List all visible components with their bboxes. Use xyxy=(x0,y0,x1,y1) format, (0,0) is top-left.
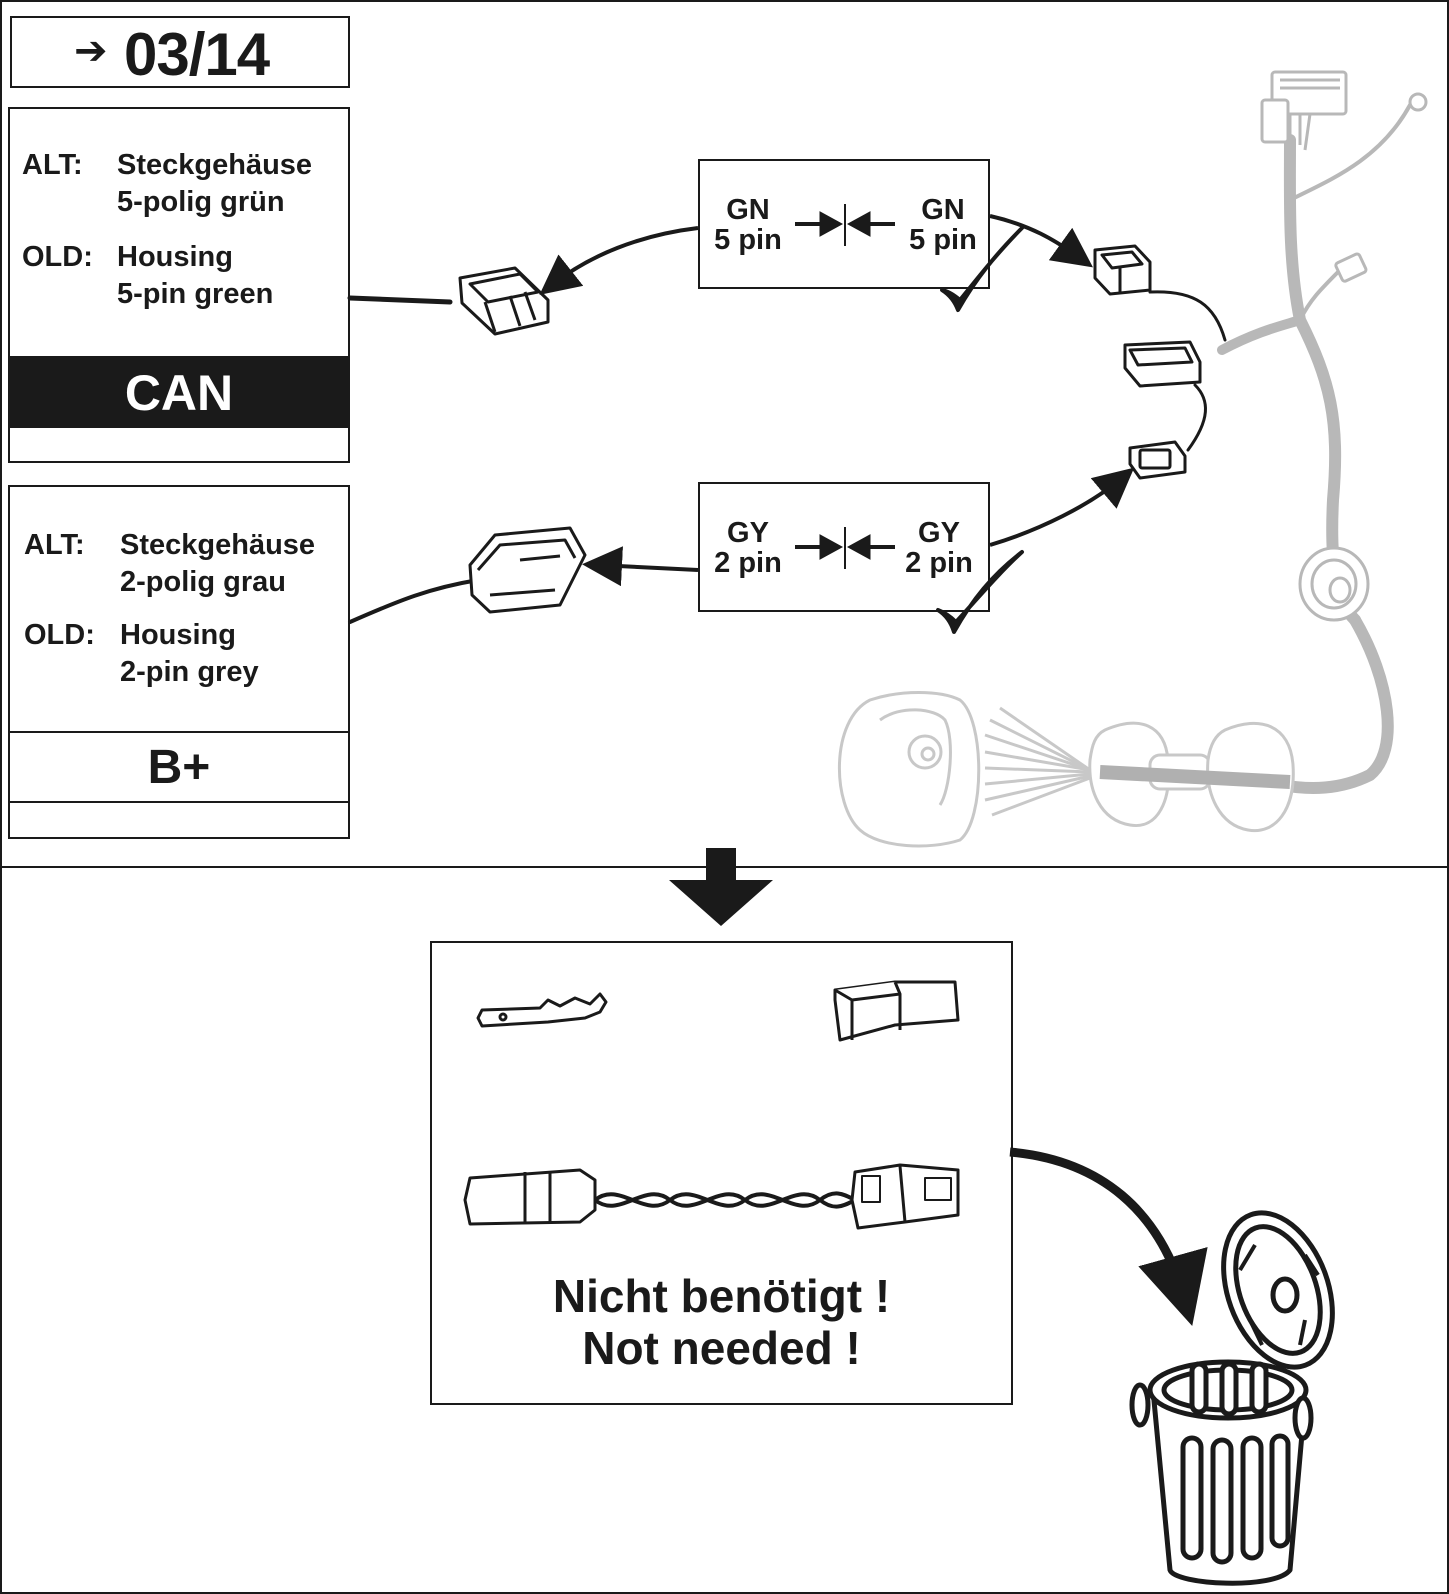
gn-connection-box xyxy=(698,159,990,289)
can-banner: CAN xyxy=(10,356,348,428)
not-needed-line-en: Not needed ! xyxy=(582,1322,861,1374)
alt-housing-line2: 2-polig grau xyxy=(120,566,286,598)
gy-right-pins: 2 pin xyxy=(905,547,973,579)
right-arrow-icon: ➔ xyxy=(74,29,108,73)
date-box: ➔ 03/14 xyxy=(10,16,350,88)
gy-left-label: GY 2 pin xyxy=(708,518,788,578)
gy-connection-box xyxy=(698,482,990,612)
gn-right-pins: 5 pin xyxy=(909,224,977,256)
can-banner-label: CAN xyxy=(124,365,234,421)
gn-left-pins: 5 pin xyxy=(714,224,782,256)
gy-left-color: GY xyxy=(727,517,769,549)
old-housing-line2: 2-pin grey xyxy=(120,656,259,688)
gy-right-label: GY 2 pin xyxy=(896,518,982,578)
not-needed-text: Nicht benötigt ! Not needed ! xyxy=(430,1270,1013,1374)
not-needed-line-de: Nicht benötigt ! xyxy=(552,1270,891,1322)
gy-right-color: GY xyxy=(918,517,960,549)
bplus-banner: B+ xyxy=(10,731,348,803)
gn-right-color: GN xyxy=(921,194,965,226)
old-label: OLD: xyxy=(24,619,95,651)
gn-left-label: GN 5 pin xyxy=(708,195,788,255)
old-label: OLD: xyxy=(22,241,93,273)
gn-right-label: GN 5 pin xyxy=(900,195,986,255)
alt-label: ALT: xyxy=(22,149,83,181)
old-housing-line1: Housing xyxy=(117,241,233,273)
bplus-banner-label: B+ xyxy=(147,741,211,794)
date-label: 03/14 xyxy=(124,21,270,88)
bplus-panel: ALT: Steckgehäuse 2-polig grau OLD: Hous… xyxy=(8,485,350,839)
old-housing-line1: Housing xyxy=(120,619,236,651)
old-housing-line2: 5-pin green xyxy=(117,278,274,310)
gn-left-color: GN xyxy=(726,194,770,226)
alt-housing-line2: 5-polig grün xyxy=(117,186,285,218)
alt-housing-line1: Steckgehäuse xyxy=(120,529,316,561)
alt-housing-line1: Steckgehäuse xyxy=(117,149,313,181)
can-panel: ALT: Steckgehäuse 5-polig grün OLD: Hous… xyxy=(8,107,350,463)
gy-left-pins: 2 pin xyxy=(714,547,782,579)
alt-label: ALT: xyxy=(24,529,85,561)
